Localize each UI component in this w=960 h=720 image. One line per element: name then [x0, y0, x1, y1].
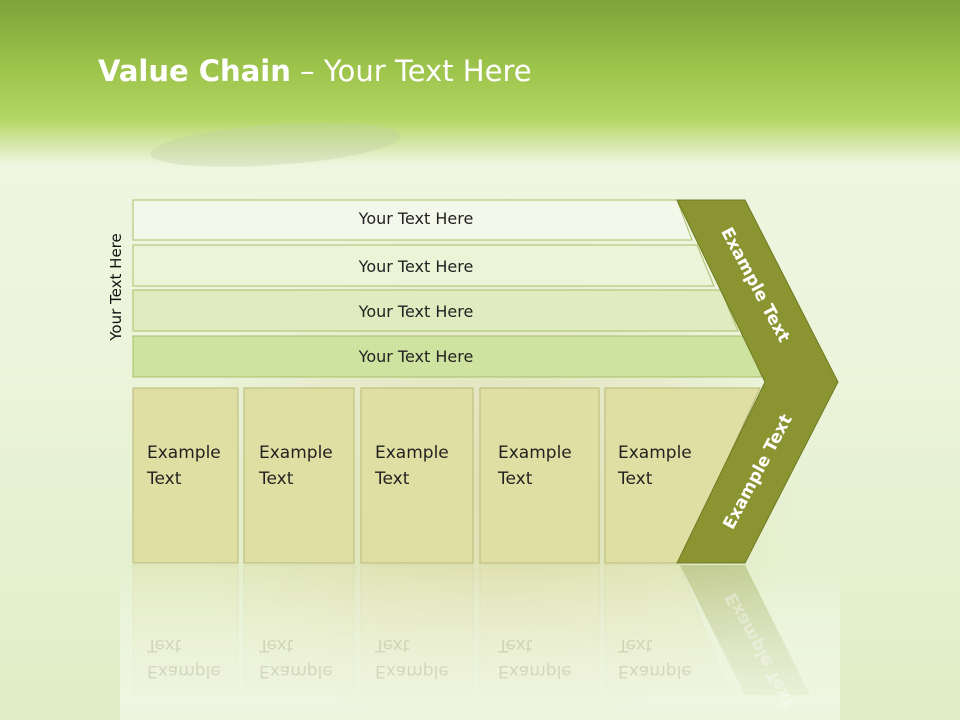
primary-box-2-line1: Example	[259, 443, 333, 463]
primary-box-4	[479, 387, 600, 564]
title-separator: –	[290, 54, 324, 88]
primary-box-2-reflection-line1: Example	[259, 661, 333, 681]
primary-box-1-reflection-line2: Text	[147, 635, 182, 655]
primary-box-1-line1: Example	[147, 443, 221, 463]
support-bar-3-label: Your Text Here	[358, 302, 474, 321]
primary-box-1-reflection-line1: Example	[147, 661, 221, 681]
support-bar-2-label: Your Text Here	[358, 257, 474, 276]
primary-box-1-line2: Text	[147, 469, 182, 489]
primary-box-3-line2: Text	[375, 469, 410, 489]
support-bar-3	[132, 289, 739, 332]
primary-box-5-line2: Text	[618, 469, 653, 489]
primary-box-1	[132, 387, 239, 564]
primary-box-1-reflection: Example Text	[147, 632, 221, 684]
header-banner	[0, 0, 960, 165]
title-bold: Value Chain	[98, 54, 291, 88]
primary-box-3-reflection-line2: Text	[375, 635, 410, 655]
margin-chevron	[676, 199, 839, 564]
primary-box-2-reflection-line2: Text	[259, 635, 294, 655]
primary-box-5-reflection-line2: Text	[618, 635, 653, 655]
primary-box-5-line1: Example	[618, 443, 692, 463]
primary-box-4-reflection: Example Text	[498, 632, 572, 684]
primary-box-3-line1: Example	[375, 443, 449, 463]
support-bar-4-label: Your Text Here	[358, 347, 474, 366]
primary-box-2	[243, 387, 355, 564]
primary-box-5-reflection: Example Text	[618, 632, 692, 684]
primary-box-4-reflection-line1: Example	[498, 661, 572, 681]
primary-box-3	[360, 387, 474, 564]
support-bar-1	[132, 199, 693, 241]
primary-box-2-reflection: Example Text	[259, 632, 333, 684]
title-rest: Your Text Here	[323, 54, 532, 88]
slide-title: Value Chain – Your Text Here	[98, 54, 532, 88]
support-bar-4	[132, 335, 763, 378]
primary-box-3-reflection: Example Text	[375, 632, 449, 684]
primary-box-4-line1: Example	[498, 443, 572, 463]
primary-box-4-line2: Text	[498, 469, 533, 489]
support-bar-2	[132, 244, 715, 287]
primary-box-4-reflection-line2: Text	[498, 635, 533, 655]
reflection-fade	[120, 565, 840, 720]
support-bar-1-label: Your Text Here	[358, 209, 474, 228]
primary-box-3-reflection-line1: Example	[375, 661, 449, 681]
primary-box-5-reflection-line1: Example	[618, 661, 692, 681]
primary-box-2-line2: Text	[259, 469, 294, 489]
